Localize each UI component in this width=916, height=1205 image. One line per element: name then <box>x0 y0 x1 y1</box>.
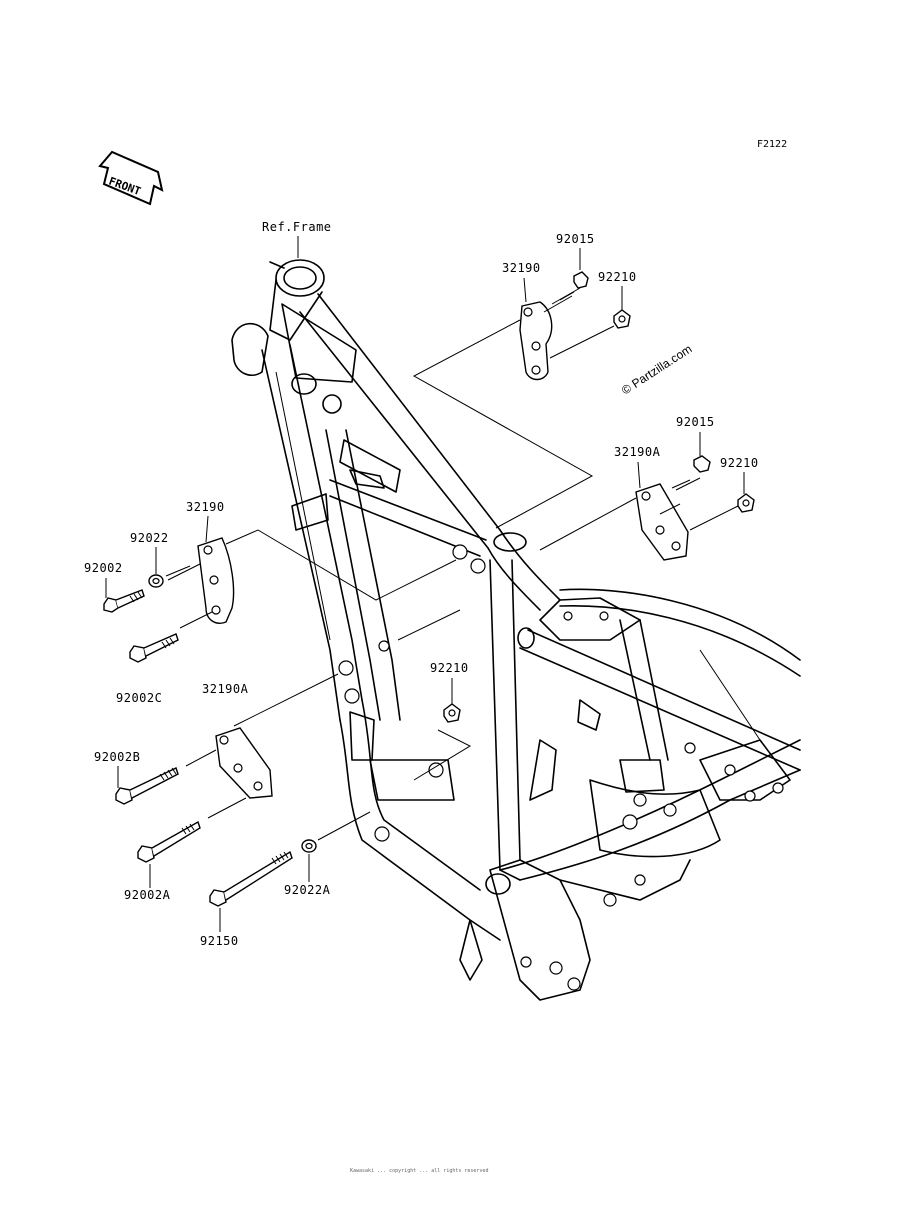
label-32190a-left: 32190A <box>202 682 249 696</box>
bolt-92002c <box>129 633 179 663</box>
bracket-32190a-left <box>215 727 273 799</box>
bolt-92002 <box>103 589 145 613</box>
washer-92022 <box>148 574 164 588</box>
ref-frame-label: Ref.Frame <box>262 220 332 234</box>
label-92022: 92022 <box>130 531 169 545</box>
label-32190a-right: 32190A <box>614 445 661 459</box>
nut-92210-top <box>613 309 631 329</box>
label-92150: 92150 <box>200 934 239 948</box>
nut-92015-mid <box>693 455 711 473</box>
label-92002: 92002 <box>84 561 123 575</box>
label-92002c: 92002C <box>116 691 162 705</box>
motorcycle-frame <box>231 259 801 1001</box>
label-92022a: 92022A <box>284 883 331 897</box>
nut-92210-right <box>737 493 755 513</box>
label-32190-top: 32190 <box>502 261 541 275</box>
nut-92015-top <box>573 271 589 289</box>
label-92210-center: 92210 <box>430 661 469 675</box>
label-32190-left: 32190 <box>186 500 225 514</box>
nut-92210-center <box>443 703 461 723</box>
label-92210-right: 92210 <box>720 456 759 470</box>
washer-92022a <box>301 839 317 853</box>
bolt-92002a <box>137 820 201 863</box>
front-arrow-icon: FRONT <box>98 150 164 206</box>
bolt-92002b <box>115 767 179 805</box>
watermark: © Partzilla.com <box>619 342 694 398</box>
label-92002b: 92002B <box>94 750 140 764</box>
footer-copyright: Kawasaki ... copyright ... all rights re… <box>350 1168 488 1174</box>
label-92015-top: 92015 <box>556 232 595 246</box>
label-92210-top: 92210 <box>598 270 637 284</box>
diagram-code: F2122 <box>757 139 787 150</box>
label-92002a: 92002A <box>124 888 171 902</box>
label-92015-mid: 92015 <box>676 415 715 429</box>
bracket-32190a-right <box>635 483 689 561</box>
bracket-32190-left <box>197 537 235 624</box>
bracket-32190-top <box>519 301 553 381</box>
bolt-92150 <box>209 850 293 907</box>
